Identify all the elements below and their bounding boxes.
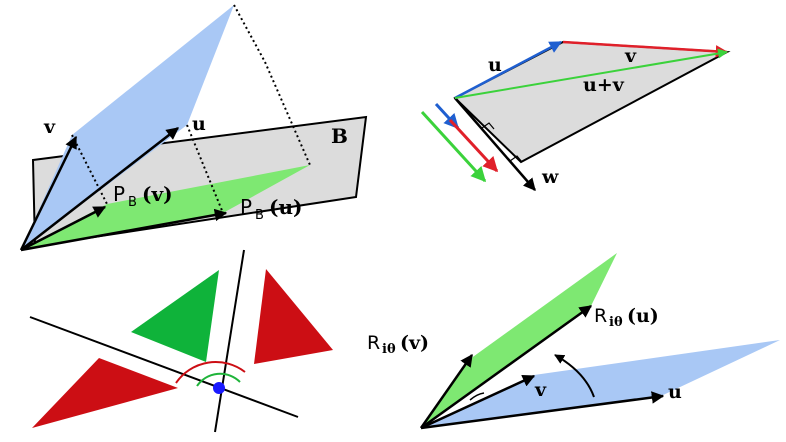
vector-u-arrow (20, 127, 179, 251)
mirror-line (214, 249, 245, 433)
rot-u-arrow (420, 304, 593, 430)
parallelogram-uv (21, 5, 234, 250)
proj-u-sub: B (255, 208, 264, 223)
sum-arrow (454, 48, 728, 99)
w-line (454, 97, 536, 191)
v-label: v (624, 45, 637, 67)
theta-arc (554, 354, 595, 398)
w-label: w (541, 166, 559, 188)
proj-u-label: P B (u) (240, 195, 302, 223)
rot-u-label: R iθ (u) (594, 305, 659, 330)
dotted-drop-3 (186, 124, 224, 214)
rot-v-label: R iθ (v) (367, 332, 429, 357)
right-angle-mark-2 (509, 155, 523, 163)
u-arrow (454, 40, 563, 100)
u-label-rot: u (668, 381, 682, 403)
crossing-line (29, 316, 299, 418)
rot-v-sub: iθ (382, 342, 396, 357)
proj-sum-on-w (420, 110, 487, 183)
proj-v-sub: B (128, 195, 137, 210)
proj-v-arrow (20, 205, 107, 252)
rot-u-arg: (u) (627, 305, 659, 327)
rot-u-sub: iθ (609, 315, 623, 330)
theta-arc-small (469, 392, 485, 401)
rotated-parallelogram (421, 253, 617, 428)
panel-sum: u v u+v w (420, 40, 731, 191)
right-angle-mark-1 (481, 122, 495, 130)
proj-v-on-w (448, 118, 499, 173)
plane-b-label: B (331, 124, 348, 148)
vector-v-arrow (19, 135, 78, 251)
red-triangle-right (254, 269, 333, 364)
proj-u-p: P (240, 195, 252, 219)
proj-u-arrow (20, 208, 228, 252)
v-label-rot: v (534, 379, 547, 401)
vector-u-label: u (192, 113, 206, 135)
proj-v-p: P (113, 182, 125, 206)
rot-v-arg: (v) (400, 332, 429, 354)
proj-v-arg: (v) (142, 182, 173, 206)
dotted-drop-1 (233, 4, 266, 63)
panel-reflection (29, 249, 333, 433)
v-arrow (562, 40, 729, 58)
panel-rotation: R iθ (v) R iθ (u) v u (367, 253, 780, 430)
sum-label: u+v (583, 74, 625, 96)
angle-arc-green (196, 372, 241, 387)
green-triangle (131, 270, 219, 362)
proj-v-label: P B (v) (113, 182, 173, 210)
rotation-center-dot (213, 382, 225, 394)
v-arrow-rot (420, 374, 536, 430)
red-triangle-left (32, 358, 178, 428)
vector-v-label: v (43, 116, 56, 138)
original-parallelogram (421, 340, 780, 428)
proj-u-arg: (u) (269, 195, 302, 219)
u-arrow-rot (420, 391, 665, 430)
dotted-drop-2 (264, 61, 311, 166)
rot-v-r: R (367, 332, 380, 354)
projected-parallelogram (21, 165, 310, 250)
rot-v-arrow (419, 353, 474, 429)
panel-projection: B v u P B (v) P B (u) (19, 4, 368, 252)
u-label: u (488, 54, 502, 76)
angle-arc-red (175, 361, 246, 384)
rot-u-r: R (594, 305, 607, 327)
